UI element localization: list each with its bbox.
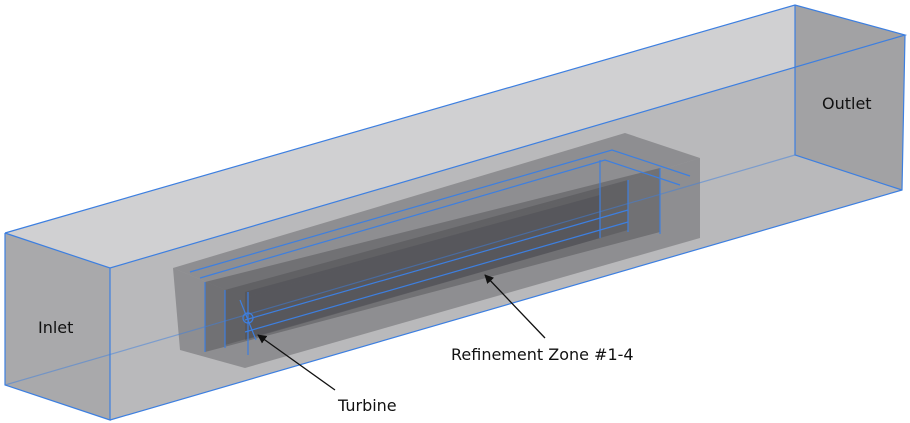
zone-wire-1	[189, 149, 691, 273]
refinement-zone-1-top	[173, 133, 700, 298]
domain-top-face	[5, 5, 905, 268]
inlet-face	[5, 233, 110, 420]
refinement-zone-label: Refinement Zone #1-4	[451, 345, 634, 364]
refinement-zone-1-left	[173, 268, 245, 368]
outlet-face	[795, 5, 905, 190]
zone-wire-4	[244, 221, 629, 333]
turbine-arrow	[257, 334, 336, 391]
inlet-label: Inlet	[38, 318, 74, 337]
wind-turbine-icon	[239, 292, 257, 355]
outlet-label: Outlet	[822, 94, 872, 113]
turbine-label: Turbine	[338, 396, 397, 415]
refinement-zone-4-front	[245, 195, 600, 340]
zone-wire-3	[244, 209, 629, 321]
domain-edges	[4, 4, 908, 421]
refinement-arrow	[484, 274, 546, 339]
zone-wire-2	[199, 159, 681, 279]
